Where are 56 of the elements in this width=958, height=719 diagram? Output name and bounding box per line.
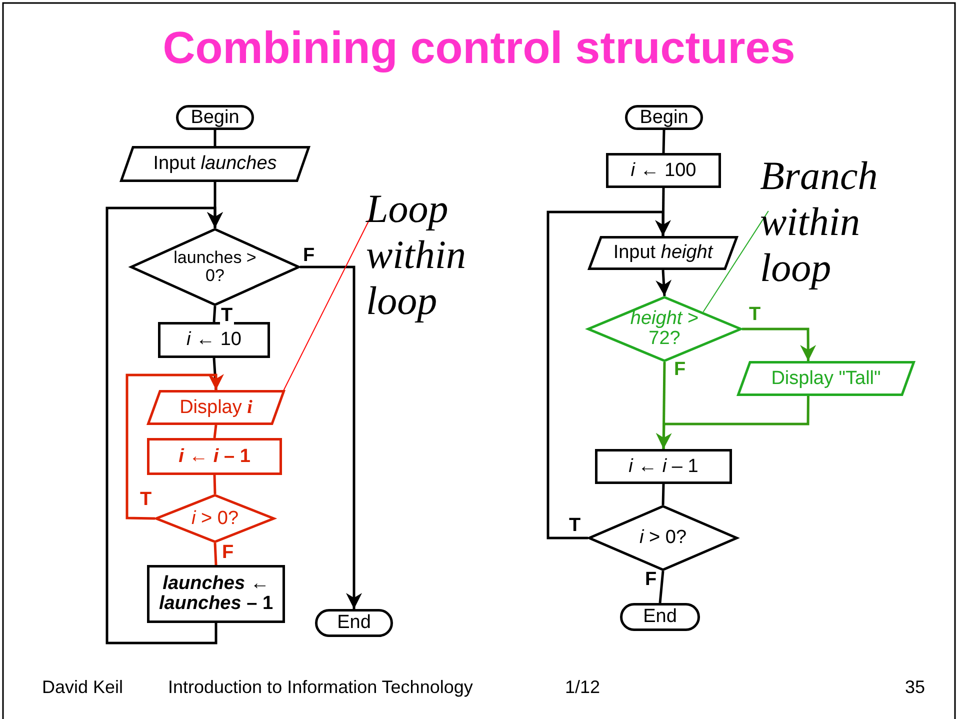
- decision-diamond: [155, 494, 275, 543]
- footer-text: David Keil: [42, 677, 124, 698]
- io-parallelogram: [147, 390, 285, 425]
- arrow: [300, 266, 362, 609]
- process-box: [147, 438, 282, 475]
- flowchart-text: i ← 100: [630, 160, 696, 180]
- footer-text: 1/12: [565, 677, 600, 698]
- annotation-text: Loop within loop: [366, 186, 486, 328]
- arrow: [742, 328, 816, 361]
- edge-label: T: [220, 306, 234, 325]
- connector-line: [214, 130, 216, 146]
- io-parallelogram: [737, 361, 915, 396]
- flowchart-text: launches > 0?: [172, 249, 258, 285]
- decision-diamond: [130, 228, 300, 306]
- flowchart-text: End: [643, 607, 677, 627]
- slide-title: Combining control structures: [162, 22, 796, 74]
- flowchart-text: i > 0?: [639, 528, 687, 548]
- arrow: [126, 374, 224, 520]
- process-box: [147, 565, 285, 623]
- leader-line: [702, 210, 769, 312]
- connector-line: [214, 542, 218, 566]
- io-parallelogram: [120, 146, 310, 182]
- connector-line: [658, 570, 664, 604]
- flowchart-text: i > 0?: [191, 508, 239, 528]
- process-box: [158, 322, 270, 358]
- flowchart-text: i ← i – 1: [628, 456, 698, 476]
- connector-line: [662, 130, 666, 154]
- io-parallelogram: [588, 236, 738, 270]
- process-box: [595, 449, 732, 484]
- connector-line: [212, 358, 218, 390]
- connector-line: [212, 306, 216, 322]
- footer-text: Introduction to Information Technology: [168, 677, 473, 698]
- decision-diamond: [588, 505, 738, 571]
- flowchart-text: Input height: [613, 243, 713, 263]
- arrow: [106, 206, 223, 644]
- footer-text: 35: [905, 677, 926, 698]
- arrow: [656, 270, 672, 296]
- decision-diamond: [587, 296, 742, 362]
- connector-line: [662, 188, 665, 236]
- connector-line: [662, 484, 665, 506]
- flowchart-text: Begin: [190, 108, 240, 128]
- flowchart-text: Display "Tall": [771, 368, 881, 388]
- flowchart-text: height > 72?: [629, 309, 700, 349]
- flowchart-text: Begin: [640, 108, 688, 128]
- process-box: [606, 153, 721, 188]
- flowchart-text: Input launches: [153, 154, 277, 174]
- flowchart-text: i ← 10: [186, 330, 242, 350]
- flowchart-text: i ← i – 1: [178, 446, 250, 466]
- flowchart-text: Display i: [180, 398, 252, 418]
- arrow: [546, 210, 671, 540]
- flowchart-text: End: [337, 613, 371, 633]
- connector-line: [213, 424, 218, 438]
- flowchart-text: launches ← launches – 1: [158, 574, 274, 614]
- arrow: [656, 396, 810, 450]
- annotation-text: Branch within loop: [760, 153, 900, 298]
- connector-line: [213, 474, 216, 494]
